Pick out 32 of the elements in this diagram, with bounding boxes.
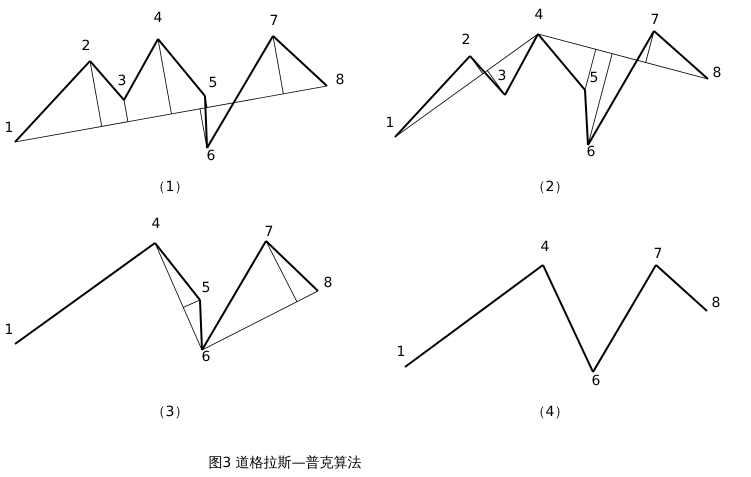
point-number: 6	[586, 144, 596, 160]
panel-label: （4）	[532, 404, 568, 420]
point-number: 5	[208, 75, 218, 91]
point-number: 8	[712, 295, 720, 311]
point-number: 7	[264, 224, 274, 240]
point-number: 6	[206, 148, 216, 164]
point-number: 1	[396, 344, 406, 360]
point-number: 1	[4, 120, 14, 136]
point-number: 4	[540, 239, 550, 255]
point-number: 5	[202, 280, 210, 296]
point-number: 8	[324, 275, 332, 291]
panel-label: （2）	[532, 179, 568, 195]
point-number: 6	[592, 373, 600, 389]
figure-caption: 图3 道格拉斯—普克算法	[208, 455, 362, 471]
point-number: 4	[152, 216, 160, 232]
point-number: 8	[336, 72, 344, 88]
point-number: 6	[202, 349, 210, 365]
point-number: 7	[650, 12, 660, 28]
panel-label: （3）	[152, 404, 188, 420]
point-number: 3	[118, 73, 126, 89]
point-number: 8	[712, 65, 722, 81]
panel-label: （1）	[152, 179, 188, 195]
point-number: 3	[498, 68, 506, 84]
point-number: 2	[82, 38, 90, 54]
point-number: 1	[386, 115, 394, 131]
point-number: 7	[270, 13, 278, 29]
point-number: 1	[4, 322, 14, 338]
point-number: 4	[534, 7, 544, 23]
point-number: 4	[154, 10, 162, 26]
point-number: 5	[590, 70, 598, 86]
point-number: 7	[654, 246, 662, 262]
point-number: 2	[462, 32, 470, 48]
